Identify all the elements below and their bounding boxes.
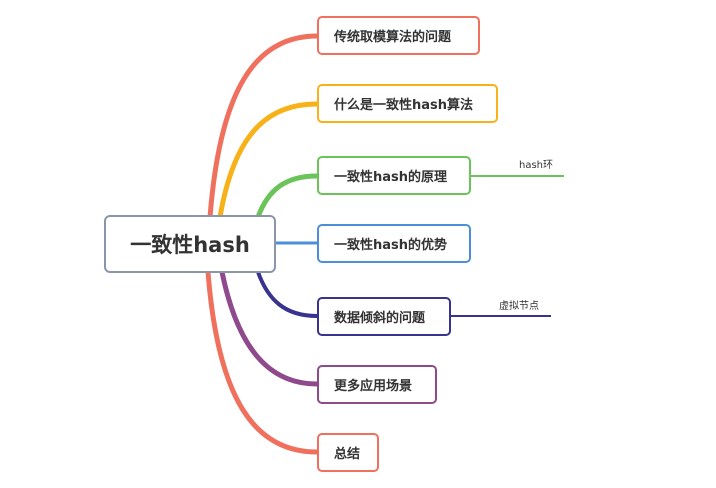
connector-5: [256, 270, 319, 318]
branch-label: 数据倾斜的问题: [334, 311, 426, 326]
subtopic-hash-ring[interactable]: hash环: [519, 160, 554, 171]
branch-traditional-mod-problem[interactable]: 传统取模算法的问题: [317, 16, 480, 55]
connector-6: [219, 269, 320, 387]
root-topic[interactable]: 一致性hash: [104, 215, 276, 273]
branch-advantages[interactable]: 一致性hash的优势: [317, 224, 471, 263]
branch-label: 更多应用场景: [334, 379, 413, 394]
connector-1: [207, 33, 320, 220]
branch-principle[interactable]: 一致性hash的原理: [317, 156, 471, 195]
connector-3: [255, 173, 320, 220]
branch-data-skew[interactable]: 数据倾斜的问题: [317, 297, 451, 336]
branch-what-is-consistent-hash[interactable]: 什么是一致性hash算法: [317, 84, 498, 123]
connector-2: [217, 101, 320, 220]
branch-label: 一致性hash的优势: [334, 238, 448, 253]
branch-label: 总结: [334, 447, 361, 462]
connector-7: [205, 269, 320, 455]
branch-label: 传统取模算法的问题: [334, 30, 452, 45]
branch-more-use-cases[interactable]: 更多应用场景: [317, 365, 437, 404]
subtopic-virtual-nodes[interactable]: 虚拟节点: [499, 301, 539, 312]
branch-label: 什么是一致性hash算法: [334, 98, 474, 113]
branch-summary[interactable]: 总结: [317, 433, 379, 472]
branch-label: 一致性hash的原理: [334, 170, 448, 185]
